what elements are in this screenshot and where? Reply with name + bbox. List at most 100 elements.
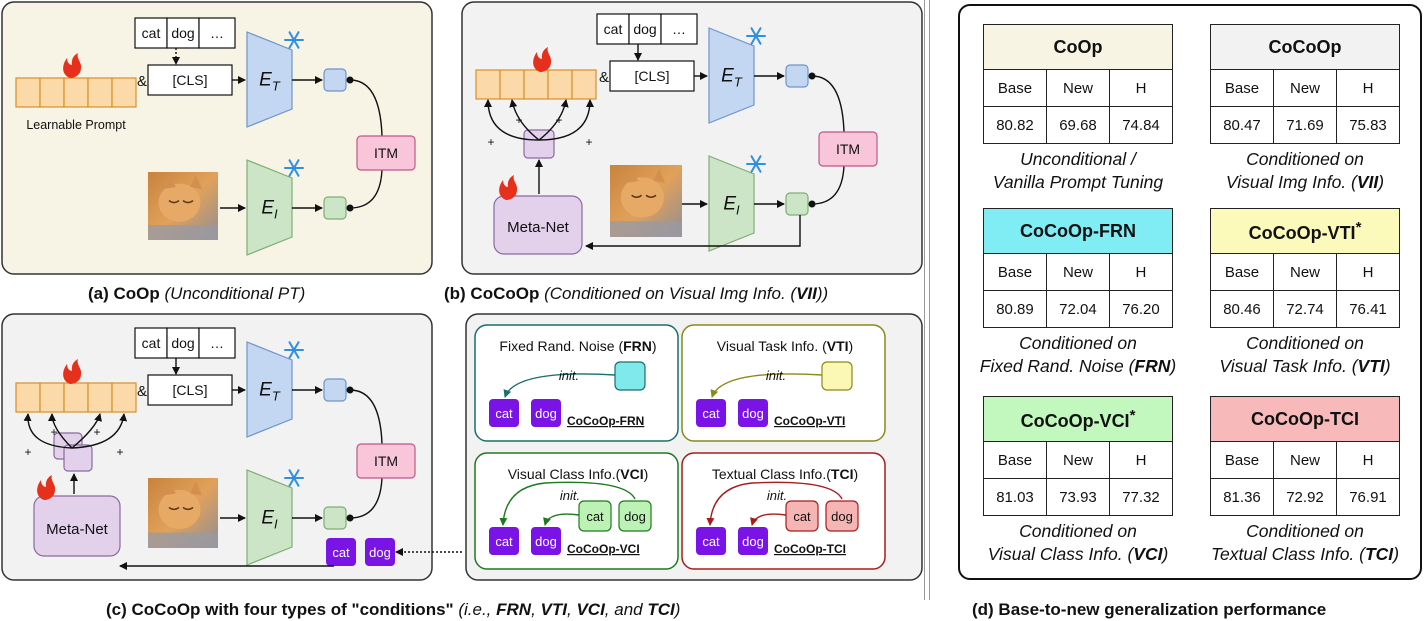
text-encoder (708, 27, 755, 124)
cond-dog-chip-bg (738, 399, 768, 427)
column-header: Base (983, 253, 1047, 291)
cond-cat-chip-bg (489, 527, 519, 555)
init-label: init. (767, 488, 787, 503)
panel-d-caption: (d) Base-to-new generalization performan… (972, 600, 1327, 619)
fire-icon (499, 175, 518, 200)
column-header: New (1046, 441, 1110, 479)
class-token-box (198, 327, 236, 359)
init-arrow (706, 481, 843, 526)
image-encoder-label: EI (261, 508, 278, 532)
init-arrow-2 (543, 513, 580, 526)
snowflake-icon (284, 31, 304, 49)
curve-image-itm (346, 169, 383, 212)
result-value: 81.03 (983, 478, 1047, 516)
image-feature (785, 192, 809, 216)
prompt-token (15, 382, 41, 413)
cat-ears (624, 168, 666, 183)
cond-cat-chip: cat (495, 534, 513, 549)
result-value: 72.74 (1273, 290, 1337, 328)
result-value: 80.47 (1210, 106, 1274, 144)
plus-arrow-b (538, 99, 569, 141)
curve-image-itm (808, 165, 845, 208)
snowflake-arm (288, 469, 300, 487)
curve-text-itm (346, 76, 383, 137)
cond-cat-chip: cat (702, 406, 720, 421)
result-value: 72.04 (1045, 290, 1110, 328)
prompt-token (111, 382, 137, 413)
class-token-0: cat (142, 25, 161, 41)
cat-face (158, 489, 201, 530)
panel-a-caption-bold: (a) CoOp (88, 284, 160, 303)
result-value: 73.93 (1046, 478, 1110, 516)
column-header: H (1336, 253, 1400, 291)
condition-source-cat (578, 500, 612, 532)
init-arrow (710, 373, 823, 398)
ampersand: & (137, 383, 147, 400)
image-encoder (246, 159, 293, 256)
plus-b: + (515, 113, 522, 127)
itm-label: ITM (374, 145, 398, 161)
prompt-token (499, 69, 525, 100)
cat-chip-c-bg (326, 538, 356, 566)
column-header: H (1108, 253, 1174, 291)
result-value: 80.89 (983, 290, 1047, 328)
result-value: 74.84 (1109, 106, 1173, 144)
init-arrow (499, 481, 636, 526)
text-feature (323, 68, 347, 92)
cond-cat-chip: cat (495, 406, 513, 421)
prompt-token (63, 382, 89, 413)
cond-cat-chip-bg (696, 527, 726, 555)
panel-b-caption-abbr: VII (796, 284, 817, 303)
class-token-2: … (210, 335, 224, 351)
class-token-2: … (210, 25, 224, 41)
prompt-token (87, 77, 113, 108)
condition-label: CoCoOp-FRN (567, 414, 644, 428)
arrow-image-to-meta-b (585, 215, 801, 250)
condition-title: Textual Class Info.(TCI) (712, 466, 858, 482)
plus-c: + (116, 445, 123, 459)
result-value: 71.69 (1273, 106, 1337, 144)
prompt-token (111, 77, 137, 108)
cond-dog-chip: dog (742, 406, 764, 421)
cat-ears (162, 174, 202, 189)
class-token-0: cat (604, 21, 623, 37)
image-feature (323, 506, 347, 530)
cat-eyes (168, 199, 194, 204)
snowflake-arm (288, 159, 300, 177)
plus-c: + (50, 425, 57, 439)
fire-icon (533, 47, 552, 72)
column-header: Base (1210, 253, 1274, 291)
init-label: init. (560, 488, 580, 503)
condition-title: Visual Class Info.(VCI) (508, 466, 649, 482)
meta-net-b (493, 195, 583, 255)
plus-arrow-b (538, 99, 594, 141)
class-token-1: dog (171, 25, 194, 41)
blanket (610, 221, 682, 237)
condition-source-dog (618, 500, 652, 532)
prompt-token (523, 69, 549, 100)
result-value: 75.83 (1336, 106, 1400, 144)
panel-c-caption-bold: (c) CoCoOp with four types of "condition… (106, 600, 454, 619)
cond-cat-chip-bg (696, 399, 726, 427)
cls-box (609, 60, 695, 92)
snowflake-icon (746, 155, 766, 173)
panel-c-term-vti: VTI (540, 600, 567, 619)
cond-cat-chip: cat (702, 534, 720, 549)
condition-source (614, 361, 646, 391)
cat-face (620, 177, 665, 218)
snowflake-icon (746, 27, 766, 45)
column-header: Base (1210, 69, 1274, 107)
panel-b-caption: (b) CoCoOp (Conditioned on Visual Img In… (444, 284, 828, 304)
snowflake-arm (288, 341, 300, 359)
image-encoder-label: EI (723, 194, 740, 218)
condition-label: CoCoOp-VTI (774, 414, 845, 428)
curve-image-itm (346, 477, 383, 522)
init-arrow (503, 373, 616, 398)
